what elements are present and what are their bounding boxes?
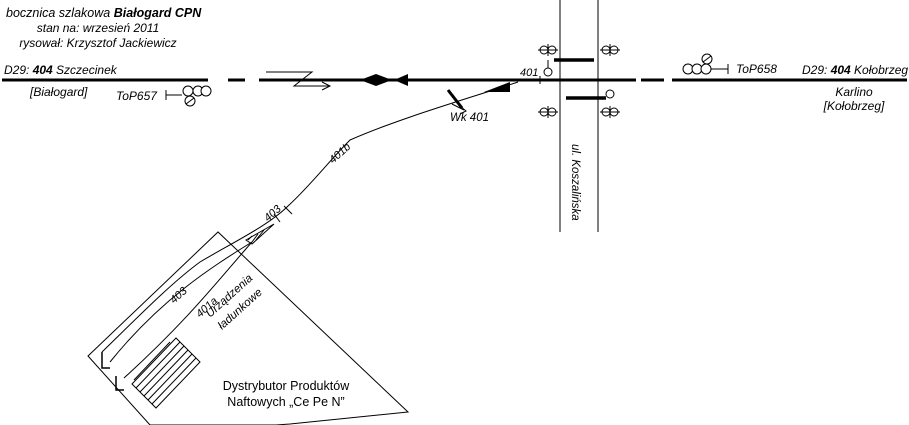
track-403-label: 403	[168, 284, 190, 306]
company-name-1: Dystrybutor Produktów	[223, 379, 350, 393]
loading-facility	[131, 337, 201, 409]
track-401b-label: 401b	[327, 141, 353, 166]
signal-top658-label: ToP658	[736, 62, 777, 76]
crossing-light-ne	[600, 44, 620, 56]
siding-track-401b	[101, 81, 519, 353]
switch-label: Wk 401	[450, 112, 489, 124]
road: ul. Koszalińska	[559, 0, 599, 232]
crossing-light-se	[600, 106, 620, 118]
signal-top657: ToP657	[116, 85, 212, 107]
track-403-tick	[283, 205, 293, 215]
header-line-1: bocznica szlakowa Białogard CPN	[6, 6, 202, 20]
switch-lock-wk401: Wk 401	[446, 89, 489, 124]
crossing-barrier-bottom	[566, 89, 615, 100]
switch-lock-bar	[446, 89, 464, 109]
siding-track-401a	[123, 241, 253, 379]
left-line-sub: [Białogard]	[29, 85, 88, 99]
buffer-stop-401a	[115, 376, 124, 391]
track-403-tick-2	[273, 213, 281, 223]
header-line-2: stan na: wrzesień 2011	[37, 21, 160, 35]
right-line-sub-1: Karlino	[835, 85, 873, 99]
right-line-sub-2: [Kołobrzeg]	[823, 99, 885, 113]
switch-frog	[484, 82, 510, 92]
header-line-3: rysował: Krzysztof Jackiewicz	[19, 36, 176, 50]
track-403-switch-label: 403	[262, 202, 284, 224]
left-line-label: D29: 404 Szczecinek	[4, 63, 118, 77]
crossing-barrier-top	[543, 58, 594, 77]
siding-switch	[245, 223, 275, 245]
road-label: ul. Koszalińska	[569, 144, 581, 221]
signal-top658: ToP658	[682, 53, 777, 76]
signal-top657-label: ToP657	[116, 89, 158, 103]
right-line-label: D29: 404 Kołobrzeg	[802, 63, 908, 77]
buffer-stop-403	[101, 352, 110, 369]
siding-track-403	[109, 241, 253, 363]
catenary-symbol	[266, 71, 332, 91]
route-marker	[360, 74, 408, 86]
crossing-lights	[538, 44, 620, 118]
header: bocznica szlakowa Białogard CPN stan na:…	[6, 6, 202, 50]
company-name-2: Naftowych „Ce Pe N”	[227, 395, 344, 409]
track-401-label: 401	[520, 67, 538, 79]
crossing-light-sw	[538, 106, 558, 118]
crossing-light-nw	[538, 44, 558, 56]
